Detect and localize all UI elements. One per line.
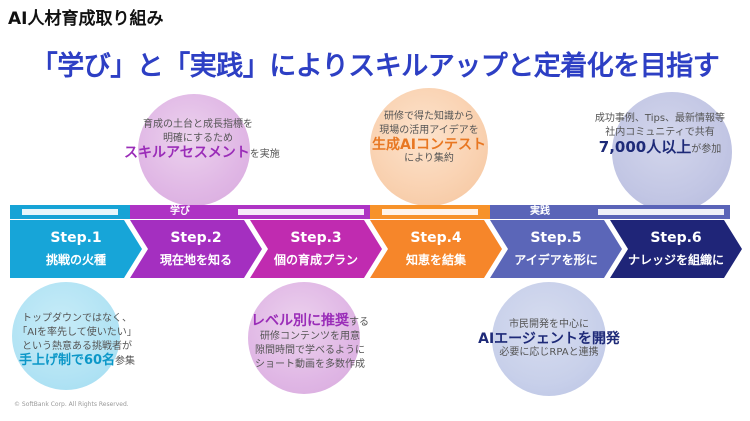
- step-2-chevron: Step.2 現在地を知る: [130, 220, 262, 278]
- note-emphasis-line: レベル別に推奨する: [240, 314, 380, 330]
- note-emphasis: 7,000人以上: [598, 138, 692, 156]
- note-tail: する: [349, 317, 369, 328]
- step-title: アイデアを形に: [514, 253, 598, 267]
- note-tail: が参加: [691, 144, 722, 155]
- step-chevrons: Step.1 挑戦の火種 Step.2 現在地を知る Step.3 個の育成プラ…: [10, 220, 742, 278]
- step-number: Step.1: [50, 230, 102, 246]
- phase-bar-highlight: [22, 209, 118, 215]
- step-title: 挑戦の火種: [45, 253, 106, 267]
- note-emphasis: スキルアセスメント: [124, 145, 250, 161]
- phase-bar-highlight: [598, 209, 724, 215]
- bubble-step4: [370, 88, 488, 206]
- bubble-step5: [492, 282, 606, 396]
- page-title: AI人材育成取り組み: [8, 9, 164, 29]
- note-step6: 成功事例、Tips、最新情報等 社内コミュニティで共有 7,000人以上が参加: [574, 112, 746, 157]
- step-title: 個の育成プラン: [273, 253, 358, 267]
- bubble-step1: [12, 282, 120, 390]
- phase-label-manabi: 学び: [170, 206, 190, 217]
- phase-bar-highlight: [238, 209, 364, 215]
- note-step3: レベル別に推奨する 研修コンテンツを用意 隙間時間で学べるように ショート動画を…: [240, 314, 380, 372]
- note-line: により集約: [404, 153, 454, 164]
- note-line: 研修で得た知識から: [384, 111, 474, 122]
- note-line: ショート動画を多数作成: [255, 359, 365, 370]
- note-line: 研修コンテンツを用意: [260, 331, 360, 342]
- bubble-step6: [612, 92, 732, 212]
- note-step2: 育成の土台と成長指標を 明確にするため スキルアセスメントを実施: [124, 118, 280, 162]
- bubble-step2: [138, 94, 250, 206]
- note-line: 社内コミュニティで共有: [605, 127, 715, 138]
- step-title: ナレッジを組織に: [627, 253, 724, 267]
- note-line: 育成の土台と成長指標を: [143, 119, 253, 130]
- note-emphasis-line: 手上げ制で60名参集: [2, 354, 152, 369]
- step-6-chevron: Step.6 ナレッジを組織に: [610, 220, 742, 278]
- step-number: Step.6: [650, 230, 702, 246]
- note-line: 「AIを率先して使いたい」: [17, 327, 137, 338]
- note-step4: 研修で得た知識から 現場の活用アイデアを 生成AIコンテスト により集約: [362, 110, 496, 166]
- note-line: 必要に応じRPAと連携: [499, 347, 599, 358]
- note-emphasis: 手上げ制で60名: [18, 353, 116, 368]
- step-4-chevron: Step.4 知恵を結集: [370, 220, 502, 278]
- note-emphasis-line: 7,000人以上が参加: [574, 140, 746, 157]
- bubble-step3: [248, 282, 360, 394]
- note-line: 隙間時間で学べるように: [255, 345, 365, 356]
- phase-bar-highlight: [382, 209, 478, 215]
- step-1-chevron: Step.1 挑戦の火種: [10, 220, 142, 278]
- note-step1: トップダウンではなく、 「AIを率先して使いたい」 という熱意ある挑戦者が 手上…: [2, 312, 152, 369]
- step-title: 知恵を結集: [405, 253, 466, 267]
- note-line: 明確にするため: [162, 133, 234, 144]
- phase-bars: 学び 実践: [0, 205, 750, 219]
- note-line: 現場の活用アイデアを: [379, 125, 479, 136]
- note-line: という熱意ある挑戦者が: [22, 341, 132, 352]
- note-line: 成功事例、Tips、最新情報等: [594, 113, 726, 124]
- step-5-chevron: Step.5 アイデアを形に: [490, 220, 622, 278]
- step-3-chevron: Step.3 個の育成プラン: [250, 220, 382, 278]
- step-number: Step.2: [170, 230, 222, 246]
- step-title: 現在地を知る: [159, 253, 232, 267]
- note-tail: 参集: [115, 356, 136, 367]
- note-emphasis: AIエージェントを開発: [478, 331, 620, 347]
- copyright: © SoftBank Corp. All Rights Reserved.: [14, 401, 129, 408]
- note-tail: を実施: [249, 149, 280, 160]
- headline: 「学び」と「実践」によりスキルアップと定着化を目指す: [30, 51, 720, 82]
- note-emphasis-line: スキルアセスメントを実施: [124, 145, 280, 162]
- step-number: Step.5: [530, 230, 582, 246]
- step-number: Step.3: [290, 230, 342, 246]
- step-number: Step.4: [410, 230, 462, 246]
- note-line: トップダウンではなく、: [22, 313, 132, 324]
- note-emphasis: レベル別に推奨: [251, 313, 349, 329]
- phase-label-jissen: 実践: [530, 206, 550, 217]
- note-emphasis: 生成AIコンテスト: [371, 137, 487, 153]
- note-line: 市民開発を中心に: [509, 319, 589, 330]
- note-step5: 市民開発を中心に AIエージェントを開発 必要に応じRPAと連携: [476, 318, 622, 360]
